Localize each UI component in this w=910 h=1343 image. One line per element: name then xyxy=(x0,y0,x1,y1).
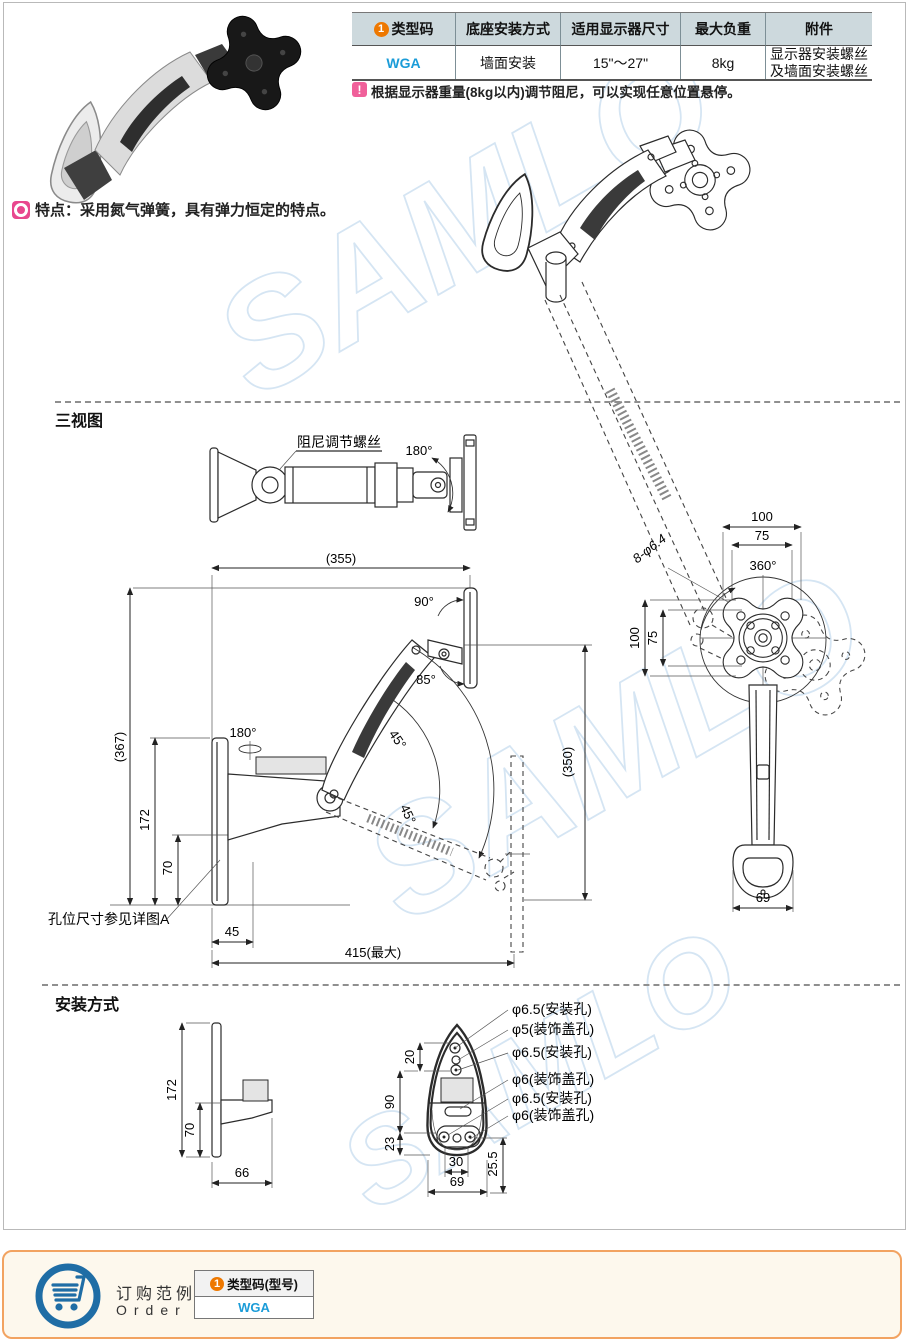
spec-col-accessories: 附件 xyxy=(765,13,872,46)
feature-text: 特点：采用氮气弹簧，具有弹力恒定的特点。 xyxy=(35,202,336,219)
damping-note-text: 根据显示器重量(8kg以内)调节阻尼，可以实现任意位置悬停。 xyxy=(371,85,741,100)
dim-355: (355) xyxy=(326,551,356,566)
dim-350: (350) xyxy=(560,747,575,777)
dim-70-side: 70 xyxy=(182,1123,197,1137)
angle-45-upper: 45° xyxy=(386,727,410,752)
hole-label-1: φ6.5(安装孔) xyxy=(512,1001,592,1017)
hole-ref-label: 孔位尺寸参见详图A xyxy=(48,911,170,927)
order-title-cn: 订购范例 xyxy=(116,1286,197,1303)
dim-45: 45 xyxy=(225,924,239,939)
spec-col-type: 1 类型码 xyxy=(352,13,455,46)
product-photo xyxy=(45,10,307,208)
dim-100-left: 100 xyxy=(627,627,642,649)
feature-bullet-icon xyxy=(12,200,30,219)
top-view-drawing: 阻尼调节螺丝 180° xyxy=(209,434,477,531)
angle-360-label: 360° xyxy=(750,558,777,573)
dim-23: 23 xyxy=(382,1137,397,1151)
spec-col-load: 最大负重 xyxy=(680,13,765,46)
dim-367: (367) xyxy=(112,732,127,762)
hole-label-5: φ6.5(安装孔) xyxy=(512,1090,592,1106)
order-type-badge: 1 xyxy=(210,1276,225,1291)
dim-75-top: 75 xyxy=(755,528,769,543)
content-frame xyxy=(3,2,906,1230)
spec-val-size: 15"～27" xyxy=(560,46,680,79)
hole-label-6: φ6(装饰盖孔) xyxy=(512,1107,594,1123)
dim-69-rear: 69 xyxy=(756,890,770,905)
dim-100-top: 100 xyxy=(751,509,773,524)
dim-415-max: 415(最大) xyxy=(345,945,401,960)
hole-label-3: φ6.5(安装孔) xyxy=(512,1044,592,1060)
order-table: 1 类型码(型号) WGA xyxy=(194,1270,314,1319)
dim-25-5: 25.5 xyxy=(485,1151,500,1176)
exclamation-icon: ! xyxy=(352,82,367,97)
order-table-header: 1 类型码(型号) xyxy=(195,1271,313,1297)
front-view-180-label: 180° xyxy=(230,725,257,740)
hole-count-label: 8-φ6.4 xyxy=(630,531,669,566)
dim-66-side: 66 xyxy=(235,1165,249,1180)
dim-20: 20 xyxy=(402,1050,417,1064)
top-view-180-label: 180° xyxy=(406,443,433,458)
feature-line: 特点：采用氮气弹簧，具有弹力恒定的特点。 xyxy=(12,199,335,220)
order-table-value: WGA xyxy=(238,1300,270,1315)
dim-90: 90 xyxy=(382,1095,397,1109)
dim-70-front: 70 xyxy=(160,861,175,875)
dim-172-side: 172 xyxy=(164,1079,179,1101)
section-title-install: 安装方式 xyxy=(55,997,120,1014)
isometric-lowered-position xyxy=(544,281,872,722)
damping-screw-label: 阻尼调节螺丝 xyxy=(297,434,381,450)
spec-col-mount: 底座安装方式 xyxy=(455,13,560,46)
hole-label-4: φ6(装饰盖孔) xyxy=(512,1071,594,1087)
teardrop-bracket-drawing: 20 90 23 30 69 25.5 φ6.5(安装孔) φ5(装饰盖孔) xyxy=(382,1001,594,1197)
rear-view-drawing: 100 75 8-φ6.4 360° xyxy=(627,509,827,912)
type-code-badge: 1 xyxy=(373,21,389,37)
hole-label-2: φ5(装饰盖孔) xyxy=(512,1021,594,1037)
dim-75-left: 75 xyxy=(645,631,660,645)
spec-col-size: 适用显示器尺寸 xyxy=(560,13,680,46)
spec-val-type: WGA xyxy=(352,46,455,79)
spec-val-load: 8kg xyxy=(680,46,765,79)
order-example-box: 订购范例 Order 1 类型码(型号) WGA xyxy=(2,1250,902,1339)
dim-172-front: 172 xyxy=(137,809,152,831)
angle-90-label: 90° xyxy=(414,594,434,609)
section-divider xyxy=(55,401,900,403)
dim-69-bracket: 69 xyxy=(450,1174,464,1189)
section-title-three-view: 三视图 xyxy=(55,413,104,430)
front-view-lowered-position xyxy=(325,755,530,953)
damping-note: ! 根据显示器重量(8kg以内)调节阻尼，可以实现任意位置悬停。 xyxy=(352,81,741,101)
cart-icon xyxy=(35,1263,101,1329)
dim-30: 30 xyxy=(449,1154,463,1169)
angle-85-label: 85° xyxy=(416,672,436,687)
spec-table: 1 类型码 底座安装方式 适用显示器尺寸 最大负重 附件 WGA 墙面安装 15… xyxy=(352,12,872,81)
spec-val-accessories: 显示器安装螺丝 及墙面安装螺丝 xyxy=(765,46,872,79)
side-bracket-drawing: 172 70 66 xyxy=(164,1022,273,1188)
spec-val-mount: 墙面安装 xyxy=(455,46,560,79)
front-view-drawing: (355) (367) 172 70 180° xyxy=(48,551,592,968)
section-divider xyxy=(42,984,900,986)
spec-col-type-label: 类型码 xyxy=(391,21,434,37)
isometric-drawing xyxy=(476,123,872,722)
order-title-en: Order xyxy=(116,1302,187,1318)
